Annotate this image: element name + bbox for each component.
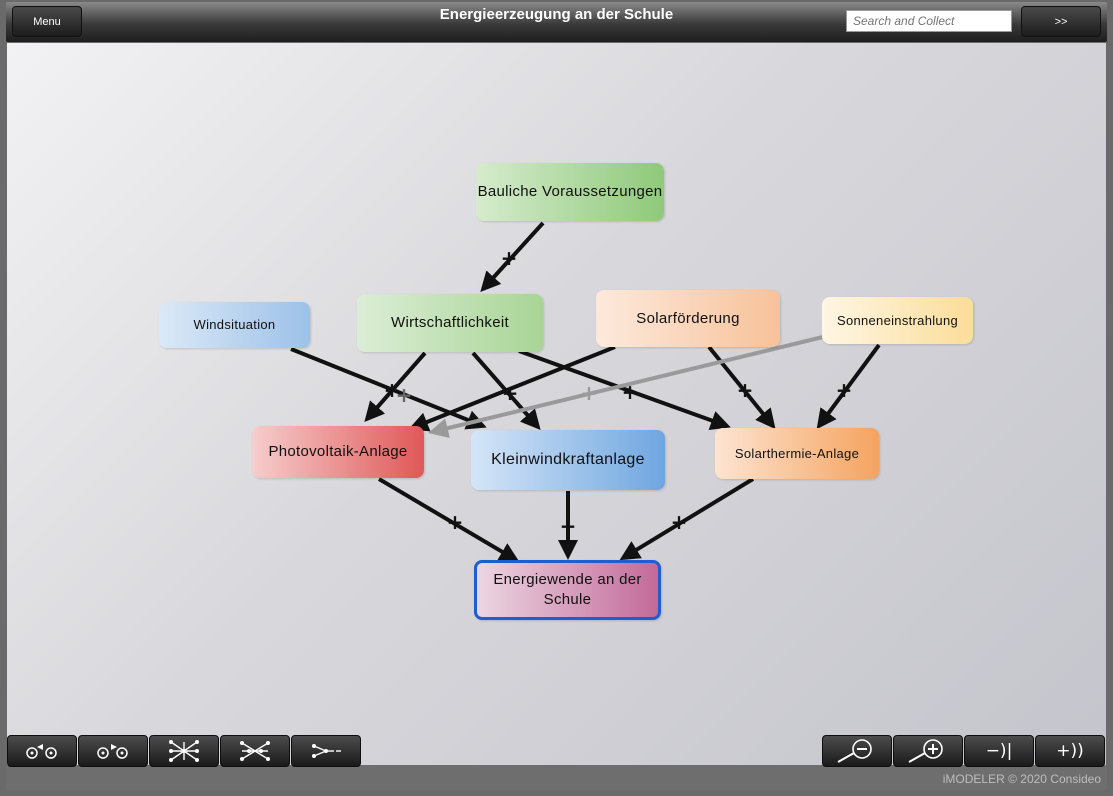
edge-sign-label: + <box>396 383 413 407</box>
edge-sonneneinstrahlung-solarthermie <box>816 343 881 430</box>
edge-sign-label: + <box>447 510 464 534</box>
network-button[interactable] <box>149 735 219 767</box>
network-expand-button[interactable] <box>220 735 290 767</box>
node-windsituation[interactable]: Windsituation <box>159 302 310 348</box>
node-energiewende-an-der-schule[interactable]: Energiewende an der Schule <box>474 560 661 620</box>
network-expand-icon <box>240 741 270 761</box>
edge-wirtschaftlichkeit-solarthermie <box>518 349 731 430</box>
collapse-left-icon <box>26 744 57 759</box>
zoom-out-button[interactable] <box>822 735 892 767</box>
edge-sonneneinstrahlung-photovoltaik <box>428 335 824 438</box>
node-bauliche-voraussetzungen[interactable]: Bauliche Voraussetzungen <box>476 163 664 221</box>
zoom-out-icon <box>837 739 872 763</box>
increase-depth-icon: +)) <box>1056 741 1084 761</box>
collapse-right-button[interactable] <box>78 735 148 767</box>
edge-sign-label: + <box>737 378 754 402</box>
model-canvas[interactable]: + + + + + + + + + + + Bauliche Vorausset… <box>7 43 1106 765</box>
node-solarthermie-anlage[interactable]: Solarthermie-Anlage <box>715 428 879 479</box>
edge-sign-label: + <box>384 378 401 402</box>
zoom-in-icon <box>908 739 943 763</box>
node-sonneneinstrahlung[interactable]: Sonneneinstrahlung <box>822 297 973 344</box>
edge-sign-label: + <box>671 510 688 534</box>
edge-solarthermie-energiewende <box>619 477 755 561</box>
increase-depth-button[interactable]: +)) <box>1035 735 1105 767</box>
network-icon <box>169 740 199 762</box>
node-kleinwindkraftanlage[interactable]: Kleinwindkraftanlage <box>471 430 665 490</box>
decrease-depth-icon: −)| <box>985 741 1013 761</box>
network-reduce-button[interactable] <box>291 735 361 767</box>
collapse-right-icon <box>97 744 128 759</box>
edge-sign-label: + <box>622 380 639 404</box>
search-input[interactable] <box>846 10 1012 32</box>
edge-sign-label: + <box>581 381 598 405</box>
edge-bauliche-wirtschaftlichkeit <box>480 221 545 292</box>
page-title: Energieerzeugung an der Schule <box>439 6 674 23</box>
edge-solarfoerderung-photovoltaik <box>408 345 616 432</box>
edge-sign-label: + <box>836 378 853 402</box>
next-button[interactable]: >> <box>1021 6 1101 37</box>
edge-sign-label: + <box>502 381 519 405</box>
collapse-left-button[interactable] <box>7 735 77 767</box>
edges-layer: + + + + + + + + + + + <box>290 221 881 563</box>
network-reduce-icon <box>312 744 341 758</box>
menu-button[interactable]: Menu <box>12 6 82 37</box>
status-bar <box>6 765 1107 790</box>
node-solarfoerderung[interactable]: Solarförderung <box>596 290 780 347</box>
edge-sign-label: + <box>501 246 518 270</box>
edge-sign-label: + <box>560 514 577 538</box>
edge-wirtschaftlichkeit-photovoltaik <box>364 351 427 423</box>
copyright-text: iMODELER © 2020 Consideo <box>942 772 1101 786</box>
node-wirtschaftlichkeit[interactable]: Wirtschaftlichkeit <box>357 294 543 352</box>
decrease-depth-button[interactable]: −)| <box>964 735 1034 767</box>
zoom-in-button[interactable] <box>893 735 963 767</box>
edge-photovoltaik-energiewende <box>377 477 520 563</box>
node-photovoltaik-anlage[interactable]: Photovoltaik-Anlage <box>252 426 424 478</box>
